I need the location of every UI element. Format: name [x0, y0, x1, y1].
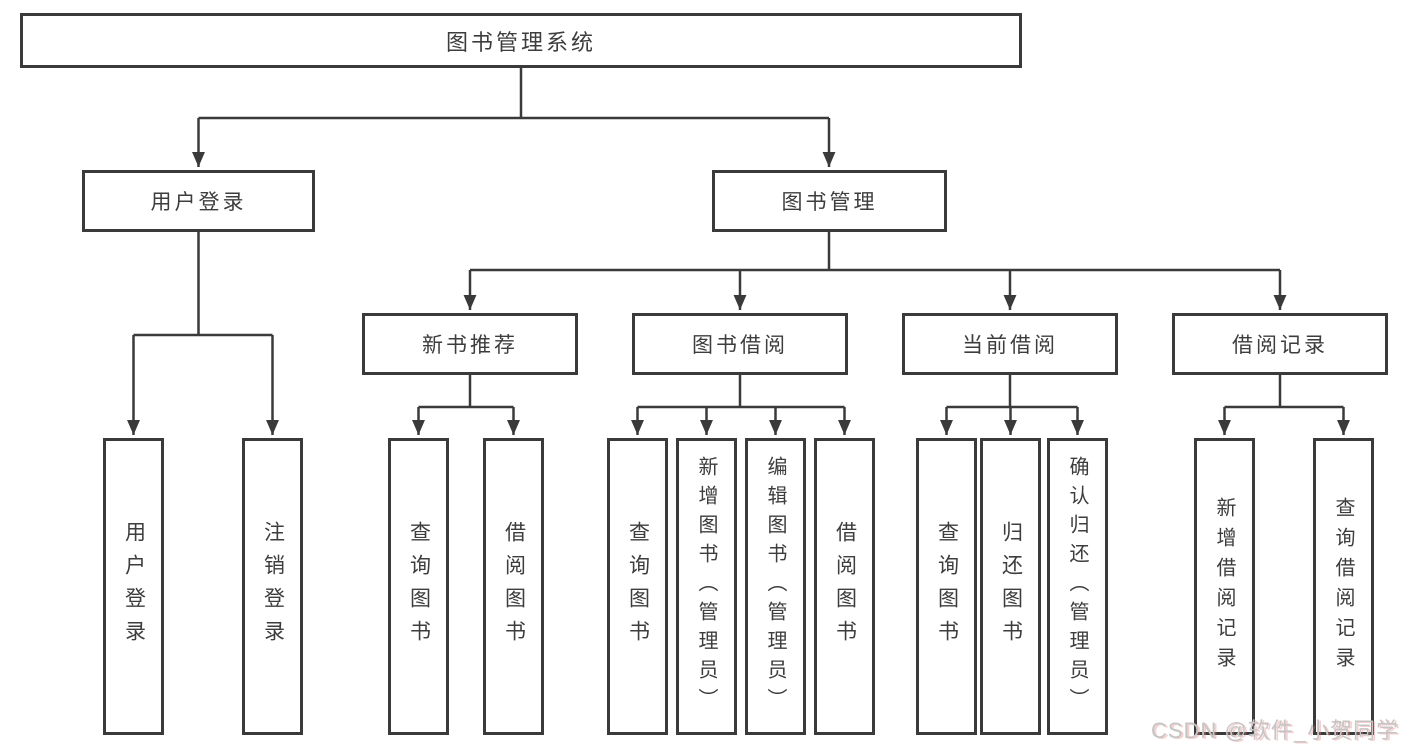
csdn-watermark: CSDN @软件_小贺同学: [1150, 718, 1399, 743]
node-edit-books-admin: 编辑图书（管理员）: [745, 438, 806, 735]
node-new-book-recommend: 新书推荐: [362, 313, 578, 375]
node-query-books-current: 查询图书: [916, 438, 977, 735]
node-add-borrow-record: 新增借阅记录: [1194, 438, 1255, 735]
node-user-login-action: 用户登录: [103, 438, 164, 735]
node-query-books-borrow: 查询图书: [607, 438, 668, 735]
node-query-borrow-record: 查询借阅记录: [1313, 438, 1374, 735]
node-add-books-admin: 新增图书（管理员）: [676, 438, 737, 735]
node-borrow-books-recommend: 借阅图书: [483, 438, 544, 735]
node-confirm-return-admin: 确认归还（管理员）: [1047, 438, 1108, 735]
node-user-login: 用户登录: [82, 170, 315, 232]
node-return-books: 归还图书: [980, 438, 1041, 735]
node-borrow-records: 借阅记录: [1172, 313, 1388, 375]
node-book-management: 图书管理: [712, 170, 947, 232]
node-query-books-recommend: 查询图书: [388, 438, 449, 735]
node-logout-action: 注销登录: [242, 438, 303, 735]
node-library-system: 图书管理系统: [20, 13, 1022, 68]
node-book-borrowing: 图书借阅: [632, 313, 848, 375]
node-borrow-books-action: 借阅图书: [814, 438, 875, 735]
node-current-borrowing: 当前借阅: [902, 313, 1118, 375]
